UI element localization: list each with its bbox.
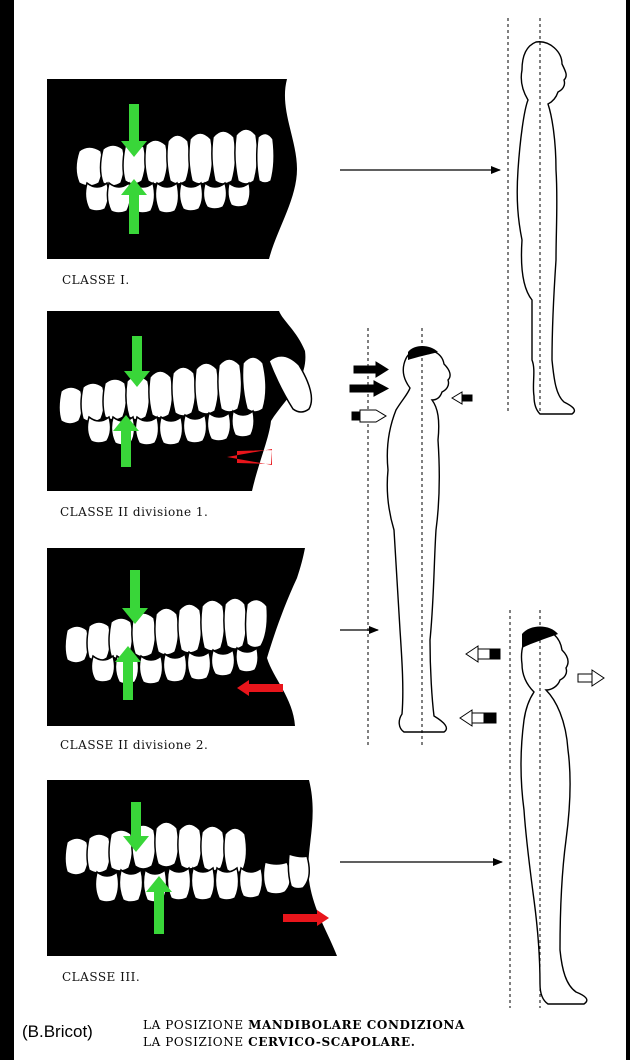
push-arrow-fig2-shoulder [350,381,388,396]
caption-line-2-plain: LA POSIZIONE [143,1035,248,1049]
credit-label: (B.Bricot) [22,1022,93,1042]
push-arrow-fig2-head [354,362,388,377]
caption-line-2-bold: CERVICO-SCAPOLARE. [248,1035,415,1049]
push-arrow-fig2-chest [352,410,386,422]
hair-figure-3 [522,627,558,649]
pull-arrow-fig2-chin [452,392,472,404]
hair-figure-2 [408,346,438,360]
backward-head-figure-class-3 [521,629,587,1004]
forward-head-figure-class-2 [387,350,450,732]
push-arrow-fig3-chin [578,670,604,686]
pull-arrow-fig3-head [466,646,500,662]
pull-arrow-fig3-back [460,710,496,726]
caption-line-1: LA POSIZIONE MANDIBOLARE CONDIZIONA [143,1018,465,1032]
standing-figure-class-1 [517,42,574,414]
caption-line-1-bold: MANDIBOLARE CONDIZIONA [248,1018,465,1032]
caption-line-2: LA POSIZIONE CERVICO-SCAPOLARE. [143,1035,416,1049]
plumb-lines [368,18,540,1008]
caption-line-1-plain: LA POSIZIONE [143,1018,248,1032]
